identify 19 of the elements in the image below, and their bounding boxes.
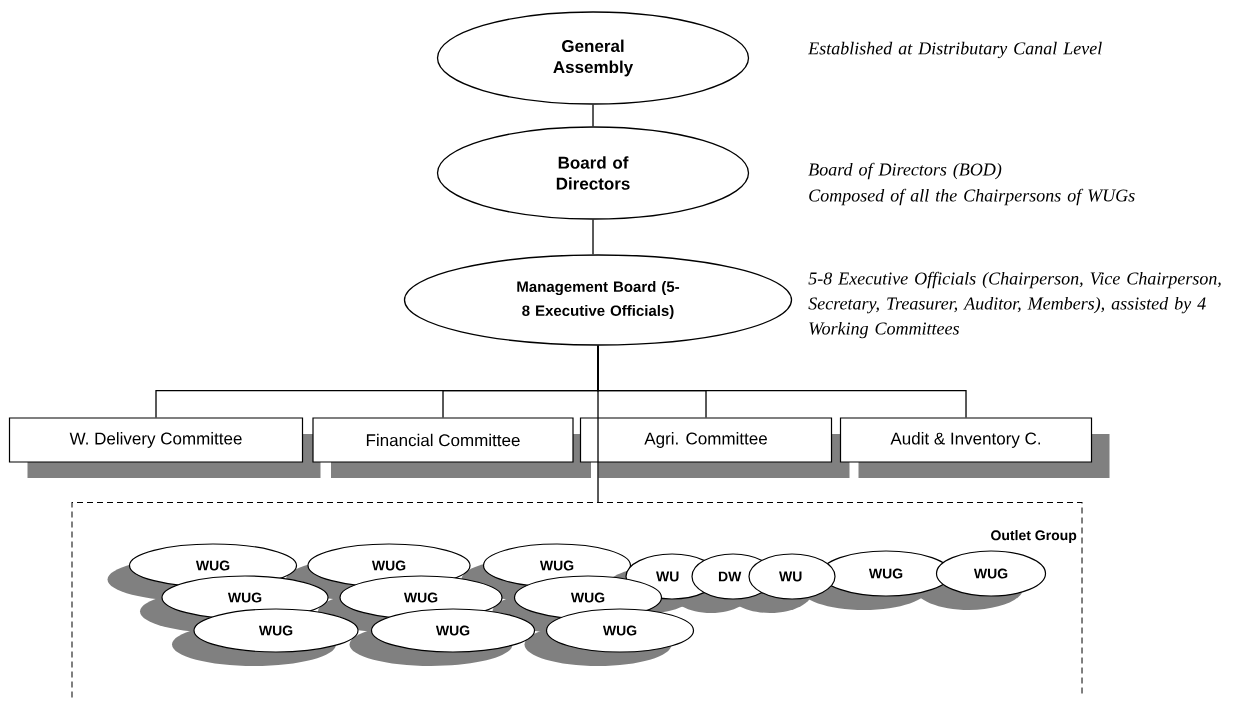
note-text: Established at Distributary Canal Level	[808, 41, 1102, 59]
note-text: 5-8 Executive Officials (Chairperson, Vice Chairperson, Secretary, Treasurer, Auditor, Members), assisted by 4 Working Committees	[808, 271, 1221, 339]
ellipse-node: WUG	[370, 608, 536, 653]
connector-line	[597, 345, 599, 503]
note-text: Composed of all the Chairpersons of WUGs	[809, 188, 1135, 206]
ellipse-node: WUG	[935, 550, 1047, 597]
committee-box: Agri. Committee	[579, 417, 850, 478]
ellipse-node: WUG	[545, 608, 695, 653]
committee-box: W. Delivery Committee	[8, 417, 321, 478]
connector-line	[592, 219, 594, 255]
note-text: Board of Directors (BOD)	[808, 162, 1002, 180]
ellipse-node: WU	[748, 553, 836, 600]
committee-box: Audit & Inventory C.	[839, 417, 1110, 478]
ellipse-node: General Assembly	[436, 11, 750, 105]
ellipse-node: Management Board (5-8 Executive Officials)	[403, 254, 793, 346]
connector-line	[592, 104, 594, 127]
ellipse-node: WUG	[193, 608, 359, 653]
ellipse-node: Board of Directors	[436, 126, 750, 220]
committee-box: Financial Committee	[312, 417, 591, 478]
